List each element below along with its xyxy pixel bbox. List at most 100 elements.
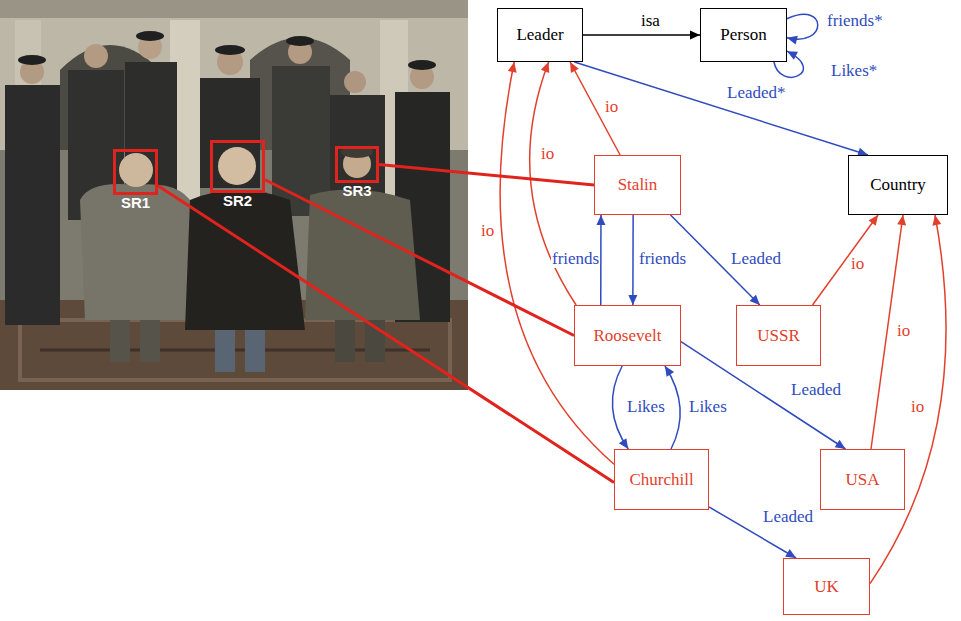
photo-detail [200,78,260,188]
connector [665,366,680,449]
photo-detail [344,71,366,93]
connector-line [500,62,614,464]
concept-name: Person [720,25,766,45]
connector-line [813,215,879,305]
connector [379,165,594,186]
photo-detail [215,45,245,55]
concept-box: Person [700,8,787,62]
relation-label: io [604,98,619,116]
connector [265,180,574,336]
concept-name: USA [845,470,879,490]
face-region: SR1 [113,149,158,195]
arrowhead [868,215,878,226]
region-label: SR3 [342,182,371,199]
photo-detail [408,60,436,70]
arrowhead [541,62,549,73]
photo-detail [218,147,256,185]
connector [583,31,700,40]
concept-name: UK [814,577,839,597]
connector [574,62,868,156]
connector-line [574,62,868,155]
concept-box: USA [820,449,905,510]
arrowhead [628,295,637,305]
photo-detail [119,153,153,187]
connector-line [870,215,946,584]
connector [813,215,879,305]
concept-name: USSR [757,326,800,346]
arrowhead [897,215,906,226]
relation-label: Likes* [830,62,878,80]
arrowhead [835,440,846,449]
connector-line [632,215,634,305]
relation-label: Leaded* [726,84,787,102]
photo-detail [5,85,60,325]
photo-detail [286,36,314,46]
face-region: SR3 [335,146,379,183]
concept-name: Roosevelt [594,326,662,346]
face-region: SR2 [210,140,265,193]
connector-line [787,14,818,39]
connector-line [570,62,620,155]
connector-line [583,34,700,36]
concept-box: Country [848,155,948,215]
concept-name: Country [870,175,926,195]
relation-label: Leaded [730,250,782,268]
concept-box: UK [783,558,870,615]
concept-name: Stalin [618,175,658,195]
arrowhead [508,62,517,73]
relation-label: friends* [826,12,884,30]
connector-line [665,366,680,449]
connector [500,62,614,464]
concept-box: Stalin [594,155,681,215]
relation-label: isa [640,12,661,30]
concept-name: Leader [516,25,563,45]
arrowhead [932,215,941,226]
relation-label: friends [551,250,600,268]
arrowhead [619,438,628,449]
relation-label: Likes [626,398,666,416]
arrowhead [787,36,798,45]
concept-box: Churchill [614,449,709,510]
arrowhead [596,215,605,225]
relation-label: Likes [688,398,728,416]
connector [870,215,946,584]
connector [628,215,637,305]
relation-label: friends [638,250,687,268]
arrowhead [787,51,798,60]
region-label: SR2 [223,192,252,209]
photo-detail [136,31,164,41]
region-label: SR1 [121,194,150,211]
connector-line [600,215,602,305]
concept-box: Leader [497,8,583,62]
photo-detail [80,184,200,320]
relation-label: io [540,145,555,163]
photo-detail [330,95,385,195]
connector-line [379,165,594,186]
connector [570,62,620,155]
photo-detail [185,190,305,330]
arrowhead [750,295,760,305]
relation-label: io [896,322,911,340]
arrowhead [785,549,796,558]
connector [787,14,818,44]
photo-detail [84,44,108,68]
connector [158,186,614,483]
relation-label: Leaded [762,508,814,526]
relation-label: io [480,222,495,240]
photo-detail [0,0,468,18]
relation-label: io [910,398,925,416]
connector-line [158,186,614,483]
relation-label: Leaded [790,381,842,399]
relation-label: io [850,255,865,273]
arrowhead [570,62,579,73]
photo-detail [0,0,468,390]
photo-detail [18,55,46,65]
seated-leaders [80,146,420,372]
concept-box: Roosevelt [574,305,681,366]
concept-box: USSR [736,305,821,366]
connector-line [265,180,574,336]
arrowhead [690,31,700,40]
arrowhead [665,366,674,377]
concept-name: Churchill [629,470,693,490]
